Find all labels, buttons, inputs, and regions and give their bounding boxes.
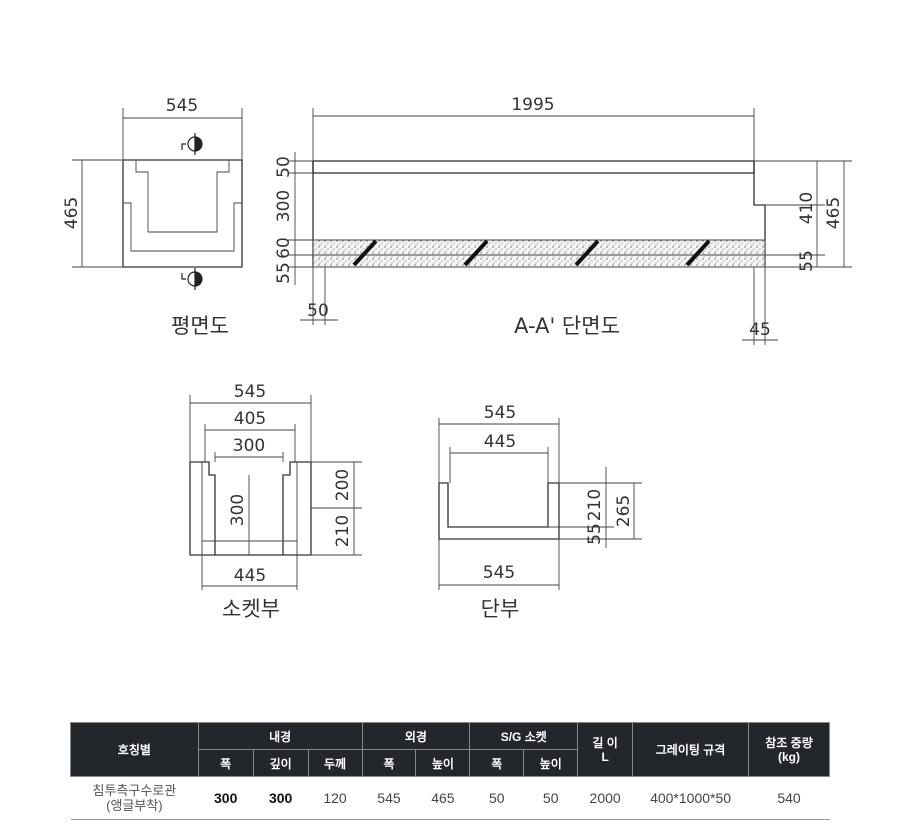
- plan-view: 545 465 평면도: [62, 96, 243, 338]
- section-dim-right-1: 465: [824, 197, 844, 229]
- section-dim-right-0: 410: [797, 192, 817, 224]
- section-base: [312, 254, 766, 268]
- cell-grating: 400*1000*50: [632, 776, 749, 820]
- section-top-slab: [312, 160, 755, 174]
- socket-view: 545 405 300 300 200 210 445 소켓부: [189, 382, 362, 621]
- end-caption: 단부: [481, 597, 520, 621]
- end-view: 545 445 210 55 265 545 단부: [438, 403, 642, 621]
- section-dim-left-0: 50: [274, 156, 294, 178]
- header-inner: 내경: [197, 722, 363, 750]
- technical-drawing: 545 465 평면도: [62, 95, 852, 621]
- subheader-outer-height: 높이: [415, 749, 471, 777]
- socket-dim-top-2: 300: [233, 436, 265, 456]
- socket-inner-line: [201, 462, 298, 542]
- cell-outer-width: 545: [362, 776, 416, 820]
- subheader-inner-depth: 깊이: [252, 749, 309, 777]
- socket-dim-top-1: 405: [234, 409, 266, 429]
- cell-sg-height: 50: [523, 776, 578, 820]
- cell-thickness: 120: [308, 776, 362, 820]
- section-marker-top-icon: [181, 133, 203, 155]
- plan-dim-width: 545: [166, 96, 198, 116]
- section-dim-bottom-right: 45: [749, 320, 771, 340]
- end-dim-right-1: 55: [585, 523, 605, 545]
- header-weight: 참조 중량 (kg): [748, 722, 830, 777]
- section-rebar-marks: [352, 239, 711, 267]
- header-grating: 그레이팅 규격: [632, 722, 750, 777]
- subheader-outer-width: 폭: [361, 749, 417, 777]
- end-dim-right-0: 210: [585, 489, 605, 521]
- header-outer: 외경: [361, 722, 471, 750]
- subheader-sg-width: 폭: [469, 749, 525, 777]
- end-dim-top-0: 545: [484, 403, 516, 423]
- section-view: 1995 50 300 60 55 410 465 55 50 45 A-A' …: [274, 95, 852, 345]
- cell-name: 침투측구수로관 (앵글부착): [70, 776, 199, 820]
- end-dim-top-1: 445: [484, 432, 516, 452]
- table-row: 침투측구수로관 (앵글부착) 300 300 120 545 465 50 50…: [70, 776, 830, 820]
- header-length: 길 이 L: [577, 722, 634, 777]
- end-dim-bottom: 545: [483, 563, 515, 583]
- cell-inner-width: 300: [198, 776, 254, 820]
- subheader-thickness: 두께: [307, 749, 363, 777]
- header-name: 호칭별: [70, 722, 199, 777]
- plan-inner-profile: [123, 160, 242, 252]
- cell-sg-width: 50: [469, 776, 524, 820]
- plan-caption: 평면도: [171, 314, 229, 338]
- table-subheader-row: 폭 깊이 두께 폭 높이 폭 높이: [71, 749, 830, 777]
- cell-weight: 540: [748, 776, 830, 820]
- section-marker-bottom-icon: [181, 268, 203, 290]
- plan-outline: [122, 159, 243, 268]
- plan-dim-height: 465: [62, 197, 82, 229]
- section-dim-left-1: 300: [274, 190, 294, 222]
- subheader-inner-width: 폭: [197, 749, 254, 777]
- cell-length: 2000: [577, 776, 633, 820]
- cell-inner-depth: 300: [253, 776, 309, 820]
- socket-dim-right-0: 200: [333, 469, 353, 501]
- section-dim-bottom-left: 50: [307, 301, 329, 321]
- spec-table: 호칭별 내경 외경 S/G 소켓 길 이 L 그레이팅 규격 참조 중량 (kg…: [70, 722, 830, 820]
- header-sg: S/G 소켓: [469, 722, 579, 750]
- section-caption: A-A' 단면도: [514, 314, 620, 338]
- section-dim-left-2: 60: [274, 237, 294, 259]
- end-outline: [438, 482, 560, 540]
- socket-dim-inner-depth: 300: [228, 494, 248, 526]
- socket-dim-right-1: 210: [333, 515, 353, 547]
- socket-dim-bottom: 445: [234, 566, 266, 586]
- socket-caption: 소켓부: [222, 597, 280, 621]
- section-dim-left-3: 55: [274, 262, 294, 284]
- subheader-sg-height: 높이: [523, 749, 579, 777]
- end-dim-right-2: 265: [614, 495, 634, 527]
- socket-dim-top-0: 545: [234, 382, 266, 402]
- cell-outer-height: 465: [415, 776, 470, 820]
- section-dim-length: 1995: [511, 95, 554, 115]
- section-dim-right-2: 55: [797, 250, 817, 272]
- table-header-row: 호칭별 내경 외경 S/G 소켓 길 이 L 그레이팅 규격 참조 중량 (kg…: [70, 722, 830, 777]
